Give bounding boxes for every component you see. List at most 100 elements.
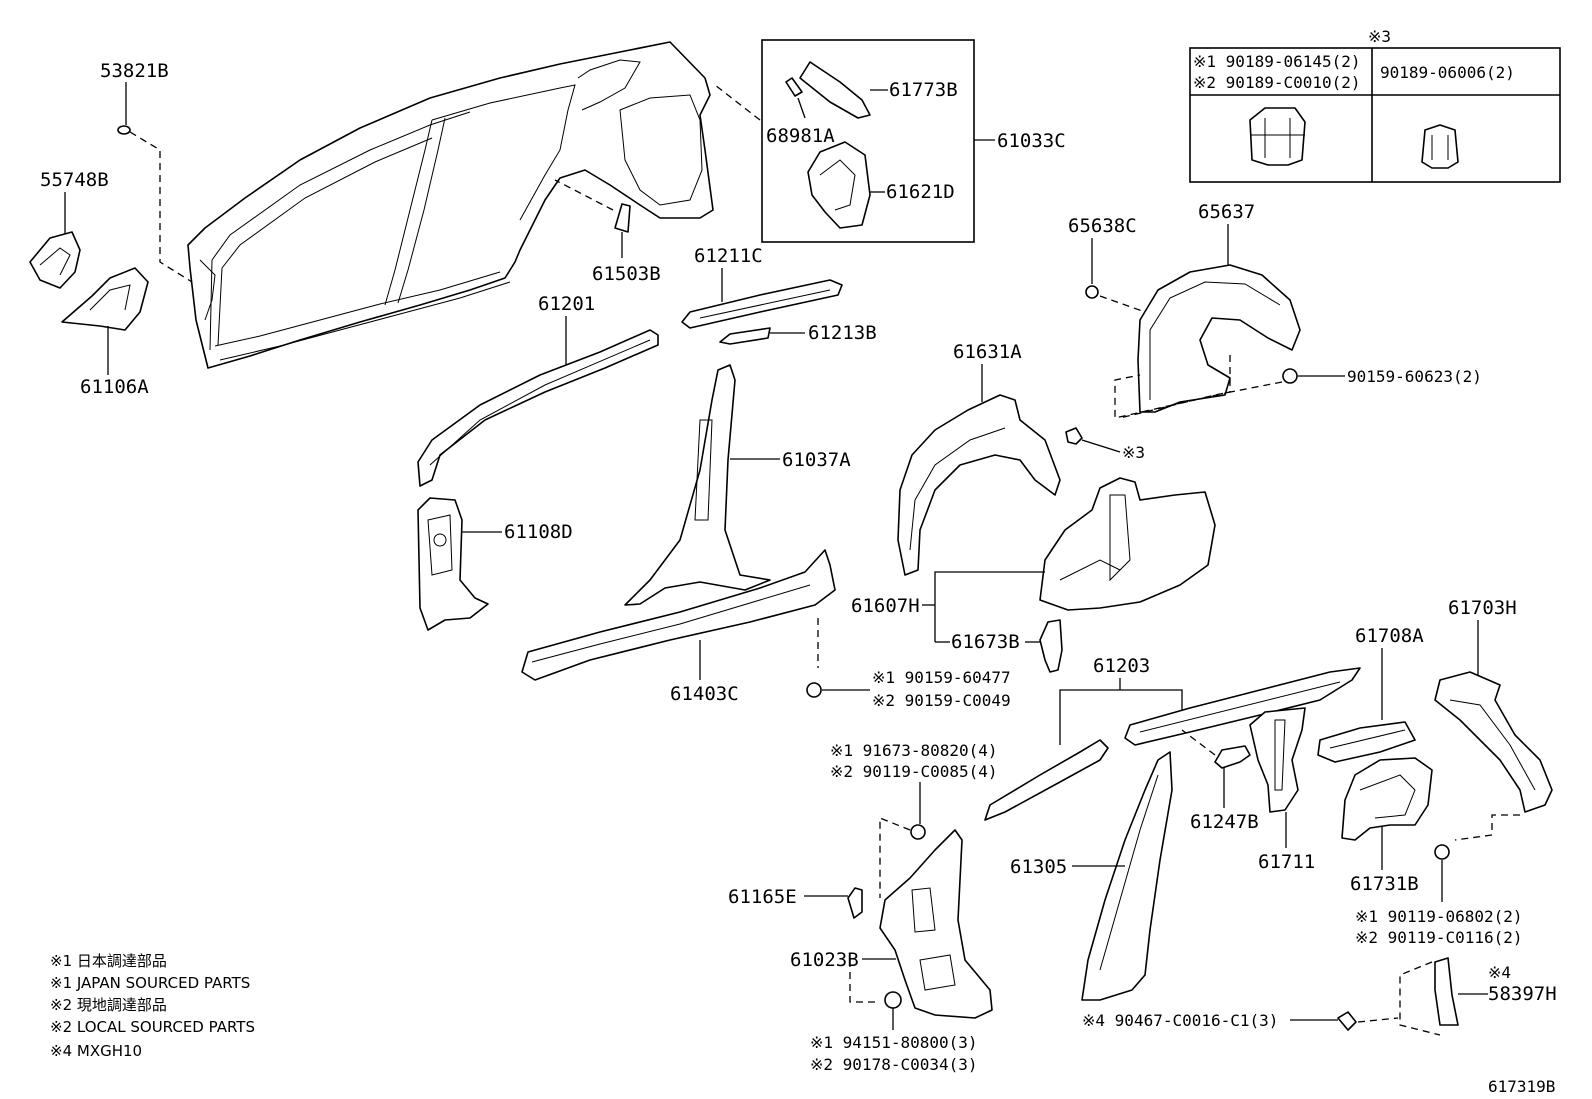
clip-icon-a	[1249, 107, 1306, 166]
label-61213B: 61213B	[808, 322, 877, 344]
part-61711	[1249, 707, 1306, 813]
label-90159-60477: ※1 90159-60477	[872, 668, 1011, 687]
note-4: ※4 MXGH10	[50, 1042, 142, 1060]
nut-65638C	[1085, 285, 1099, 299]
label-61033C: 61033C	[997, 130, 1066, 152]
part-61607H	[1039, 477, 1216, 611]
label-90119-C0085: ※2 90119-C0085(4)	[830, 762, 998, 781]
clip-3	[1065, 427, 1083, 445]
clip-53821B	[117, 125, 131, 135]
label-55748B: 55748B	[40, 169, 109, 191]
side-body-outer-panel	[187, 41, 714, 369]
label-61621D: 61621D	[886, 181, 955, 203]
clip-box-row1-right: 90189-06006(2)	[1380, 63, 1515, 82]
leader-68981A	[797, 97, 806, 119]
label-90159-60623: 90159-60623(2)	[1347, 367, 1482, 386]
bolt-90159-60623	[1282, 368, 1298, 384]
part-61023B	[879, 829, 993, 1019]
label-61703H: 61703H	[1448, 597, 1517, 619]
label-61607H: 61607H	[851, 595, 920, 617]
part-58397H	[1434, 957, 1459, 1026]
note-2-en: ※2 LOCAL SOURCED PARTS	[50, 1018, 255, 1036]
dash-65638C	[1099, 295, 1146, 313]
label-90119-06802: ※1 90119-06802(2)	[1355, 907, 1523, 926]
label-90467-C0016: ※4 90467-C0016-C1(3)	[1082, 1011, 1278, 1030]
label-91673-80820: ※1 91673-80820(4)	[830, 741, 998, 760]
clip-box-ref: ※3	[1368, 27, 1391, 46]
box-61033C	[761, 39, 975, 243]
label-61673B: 61673B	[951, 631, 1020, 653]
part-61037A	[624, 364, 771, 606]
label-61305: 61305	[1010, 856, 1067, 878]
label-61631A: 61631A	[953, 341, 1022, 363]
bolt-90119-06802	[1434, 844, 1450, 860]
label-58397H: 58397H	[1488, 983, 1557, 1005]
label-61106A: 61106A	[80, 376, 149, 398]
label-94151-80800: ※1 94151-80800(3)	[810, 1033, 978, 1052]
label-53821B: 53821B	[100, 60, 169, 82]
clip-box	[1189, 47, 1561, 183]
note-1-ja: ※1 日本調達部品	[50, 952, 167, 970]
clip-icon-b	[1421, 124, 1459, 169]
label-61037A: 61037A	[782, 449, 851, 471]
clip-box-row1-a: ※1 90189-06145(2)	[1193, 52, 1361, 71]
part-61773B	[799, 61, 871, 119]
part-68981A	[785, 77, 803, 97]
label-61503B: 61503B	[592, 263, 661, 285]
label-61708A: 61708A	[1355, 625, 1424, 647]
part-61213B	[719, 327, 771, 345]
label-61247B: 61247B	[1190, 811, 1259, 833]
part-61201	[417, 329, 659, 487]
label-90119-C0116: ※2 90119-C0116(2)	[1355, 928, 1523, 947]
dash-90159-60623	[1119, 381, 1283, 419]
label-61203: 61203	[1093, 655, 1150, 677]
dash-65637	[1114, 355, 1231, 419]
diagram-id: 617319B	[1488, 1077, 1555, 1096]
label-61403C: 61403C	[670, 683, 739, 705]
note-1-en: ※1 JAPAN SOURCED PARTS	[50, 974, 250, 992]
clip-box-row1-b: ※2 90189-C0010(2)	[1193, 73, 1361, 92]
part-61708A	[1317, 721, 1416, 763]
part-61503B	[614, 203, 631, 233]
dash-53821B	[129, 131, 193, 283]
clip-90467	[1337, 1011, 1357, 1031]
label-65637: 65637	[1198, 201, 1255, 223]
part-61106A	[61, 267, 149, 331]
part-61703H	[1434, 671, 1553, 813]
label-61711: 61711	[1258, 851, 1315, 873]
part-65637	[1137, 264, 1301, 413]
part-61403C	[521, 549, 836, 681]
label-61201: 61201	[538, 293, 595, 315]
label-61211C: 61211C	[694, 245, 763, 267]
part-61203-a	[984, 739, 1109, 821]
dash-61503B	[554, 179, 614, 211]
bolt-90159-60477	[806, 682, 822, 698]
label-61773B: 61773B	[889, 79, 958, 101]
bolt-91673-80820	[910, 824, 926, 840]
part-61165E	[847, 887, 863, 919]
label-61108D: 61108D	[504, 521, 573, 543]
part-55748B	[29, 231, 81, 289]
part-61108D	[417, 497, 489, 631]
label-65638C: 65638C	[1068, 215, 1137, 237]
label-61165E: 61165E	[728, 886, 797, 908]
dash-61033C	[714, 84, 761, 121]
part-61621D	[807, 141, 871, 229]
note-2-ja: ※2 現地調達部品	[50, 996, 167, 1014]
leader-clip-3	[1081, 439, 1121, 453]
label-clip-3-ref: ※3	[1122, 443, 1145, 462]
part-61673B	[1039, 619, 1063, 673]
label-68981A: 68981A	[766, 125, 835, 147]
part-61247B	[1214, 745, 1251, 769]
part-61731B	[1341, 757, 1433, 841]
part-61211C	[681, 279, 843, 329]
label-61023B: 61023B	[790, 949, 859, 971]
label-90159-C0049: ※2 90159-C0049	[872, 691, 1011, 710]
label-58397H-ref: ※4	[1488, 963, 1511, 982]
part-61631A	[897, 394, 1061, 576]
leader-61607H	[934, 571, 1045, 605]
nut-94151-80800	[884, 991, 902, 1009]
label-61731B: 61731B	[1350, 873, 1419, 895]
label-90178-C0034: ※2 90178-C0034(3)	[810, 1055, 978, 1074]
